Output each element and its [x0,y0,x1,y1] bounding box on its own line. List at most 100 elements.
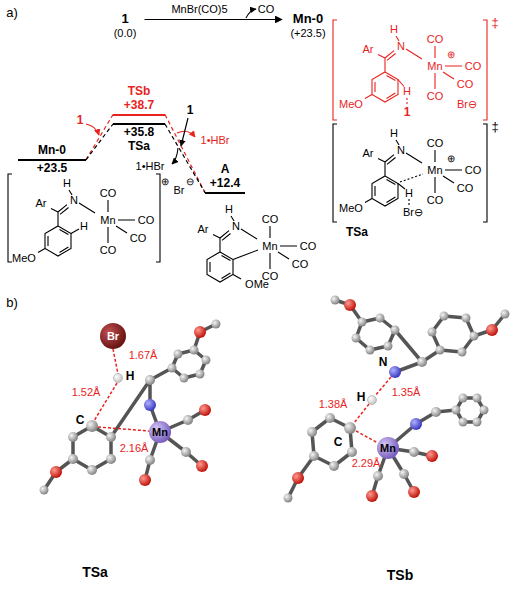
atom-label: N [70,195,78,206]
species-name: Mn-0 [38,144,66,158]
atom-label: Mn [100,215,115,226]
ligand-label: CO [292,259,309,270]
counter-ion: Br⊖ [403,207,423,218]
energy-value: TSa [128,140,150,154]
transition-state-mark: ‡ [491,16,498,29]
atom-label: Br [174,185,185,196]
ligand-label: CO [427,91,444,102]
group-label: MeO [339,203,363,214]
atom-label: H [225,204,233,215]
distance-label: 1.38Å [319,399,348,410]
atom-label: H [357,391,366,403]
byproduct: 1•HBr [201,135,230,146]
energy-path [165,115,205,193]
charge-sign: ⊕ [447,154,455,164]
charge-sign: ⊖ [186,177,194,187]
structure-mn0 [8,174,160,262]
structure-a [207,216,297,282]
energy-value: +38.7 [124,99,154,113]
level-bar [18,159,86,161]
energy-level: TSb+38.7 [113,85,165,117]
distance-label: 2.29Å [352,458,381,469]
model-tsa [40,320,221,495]
atom-label: Mn [427,165,442,176]
atom-label: H [405,188,413,199]
structure-name: TSb [387,568,413,582]
atom-label: N [379,356,388,368]
edge-label: MnBr(CO)5 [171,4,227,15]
level-bar [113,114,165,116]
level-bar [205,192,245,194]
group-label: Ar [198,224,209,235]
structure-tsa [333,124,487,222]
species-name: TSb [128,85,151,99]
ligand-label: CO [457,183,474,194]
ligand-label: CO [457,79,474,90]
structure-name: TSa [82,565,108,579]
atom-label: Br [107,331,119,342]
energy-value: +12.4 [210,177,240,191]
ligand-label: CO [465,61,482,72]
energy-value: (+23.5) [290,27,325,40]
byproduct: 1•HBr [136,161,165,172]
distance-label: 1.52Å [72,387,101,398]
group-label: MeO [12,253,36,264]
atom-label: H [63,178,71,189]
ligand-label: CO [100,188,117,199]
group-label: OMe [245,279,269,290]
atom-label: Mn [380,443,396,454]
group-label: MeO [339,99,363,110]
species-label: Mn-0(+23.5) [288,12,328,40]
distance-label: 1.35Å [392,387,421,398]
distance-label: 2.16Å [120,443,149,454]
atom-label: N [397,145,405,156]
atom-label: H [80,221,88,232]
reagent-number: 1 [187,104,194,116]
species-name: A [221,163,230,177]
energy-path [86,115,113,160]
atom-label: H [390,128,398,139]
reagent-number: 1 [77,114,84,126]
species-name: 1 [121,12,128,27]
panel-letter: a) [6,6,18,19]
energy-level: +35.8TSa [113,122,165,154]
species-name: Mn-0 [293,12,323,27]
energy-path [86,124,113,160]
atom-label: H [390,24,398,35]
charge-sign: ⊕ [161,177,169,187]
ligand-label: CO [427,138,444,149]
energy-level: A+12.4 [205,163,245,195]
model-tsb [284,296,510,503]
atom-label: Mn [262,241,277,252]
species-label: 1(0.0) [112,12,139,40]
atom-label: N [232,221,240,232]
structure-tsb [333,20,487,120]
energy-value: (0.0) [114,27,137,40]
panel-letter: b) [6,296,18,309]
atom-label: H [403,86,411,97]
atom-label: H [126,370,135,382]
byproduct: CO [258,4,275,15]
ligand-label: CO [100,245,117,256]
atom-label: C [334,436,343,448]
ligand-label: CO [262,214,279,225]
atom-label: Mn [427,61,442,72]
ligand-label: CO [300,241,317,252]
charge-sign: ⊕ [447,50,455,60]
distance-label: 1.67Å [129,350,158,361]
energy-level: Mn-0+23.5 [18,144,86,176]
transition-state-mark: ‡ [491,120,498,133]
ligand-label: CO [427,195,444,206]
structure-name: TSa [346,226,368,238]
group-label: Ar [36,198,47,209]
ligand-label: CO [465,165,482,176]
ligand-label: CO [138,215,155,226]
group-label: Ar [363,44,374,55]
ligand-label: CO [130,233,147,244]
reagent-number: 1 [404,106,411,118]
level-bar [113,123,165,125]
atom-label: Mn [152,427,168,438]
ligand-label: CO [427,34,444,45]
